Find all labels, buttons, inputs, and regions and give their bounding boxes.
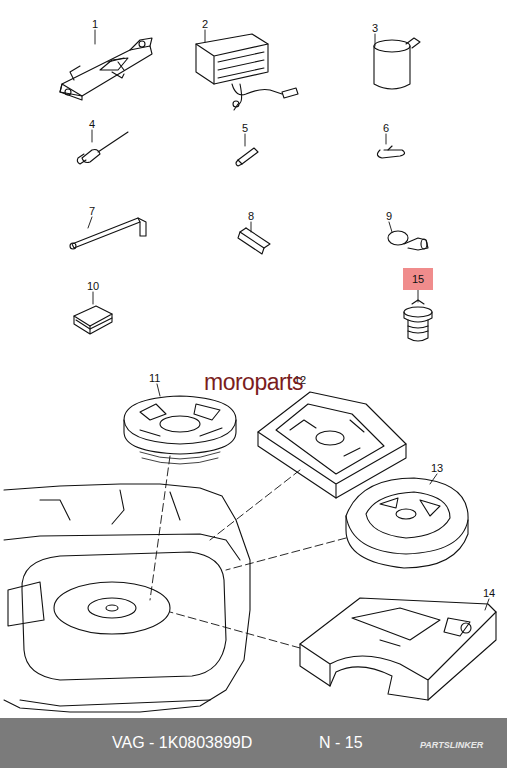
watermark: PARTSLINKER xyxy=(420,741,483,750)
callout-number: 9 xyxy=(386,211,392,222)
callout-number: 8 xyxy=(248,211,254,222)
callout-number: 6 xyxy=(383,123,389,134)
callout-number: 2 xyxy=(202,19,208,30)
callout-number: 5 xyxy=(242,123,248,134)
callout-number: 7 xyxy=(89,206,95,217)
callout-number: 14 xyxy=(483,588,495,599)
callout-number: 13 xyxy=(431,463,443,474)
callout-number: 3 xyxy=(372,23,378,34)
highlight-box: 15 xyxy=(403,268,433,290)
callout-number: 1 xyxy=(92,19,98,30)
callout-number: 11 xyxy=(149,373,160,384)
position-number: N - 15 xyxy=(319,735,363,751)
part-number: VAG - 1K0803899D xyxy=(112,735,252,751)
callout-number: 15 xyxy=(412,274,424,285)
footer-bar xyxy=(0,718,507,768)
callout-number: 10 xyxy=(87,281,99,292)
watermark: moroparts xyxy=(204,371,303,394)
callout-number: 4 xyxy=(89,119,95,130)
